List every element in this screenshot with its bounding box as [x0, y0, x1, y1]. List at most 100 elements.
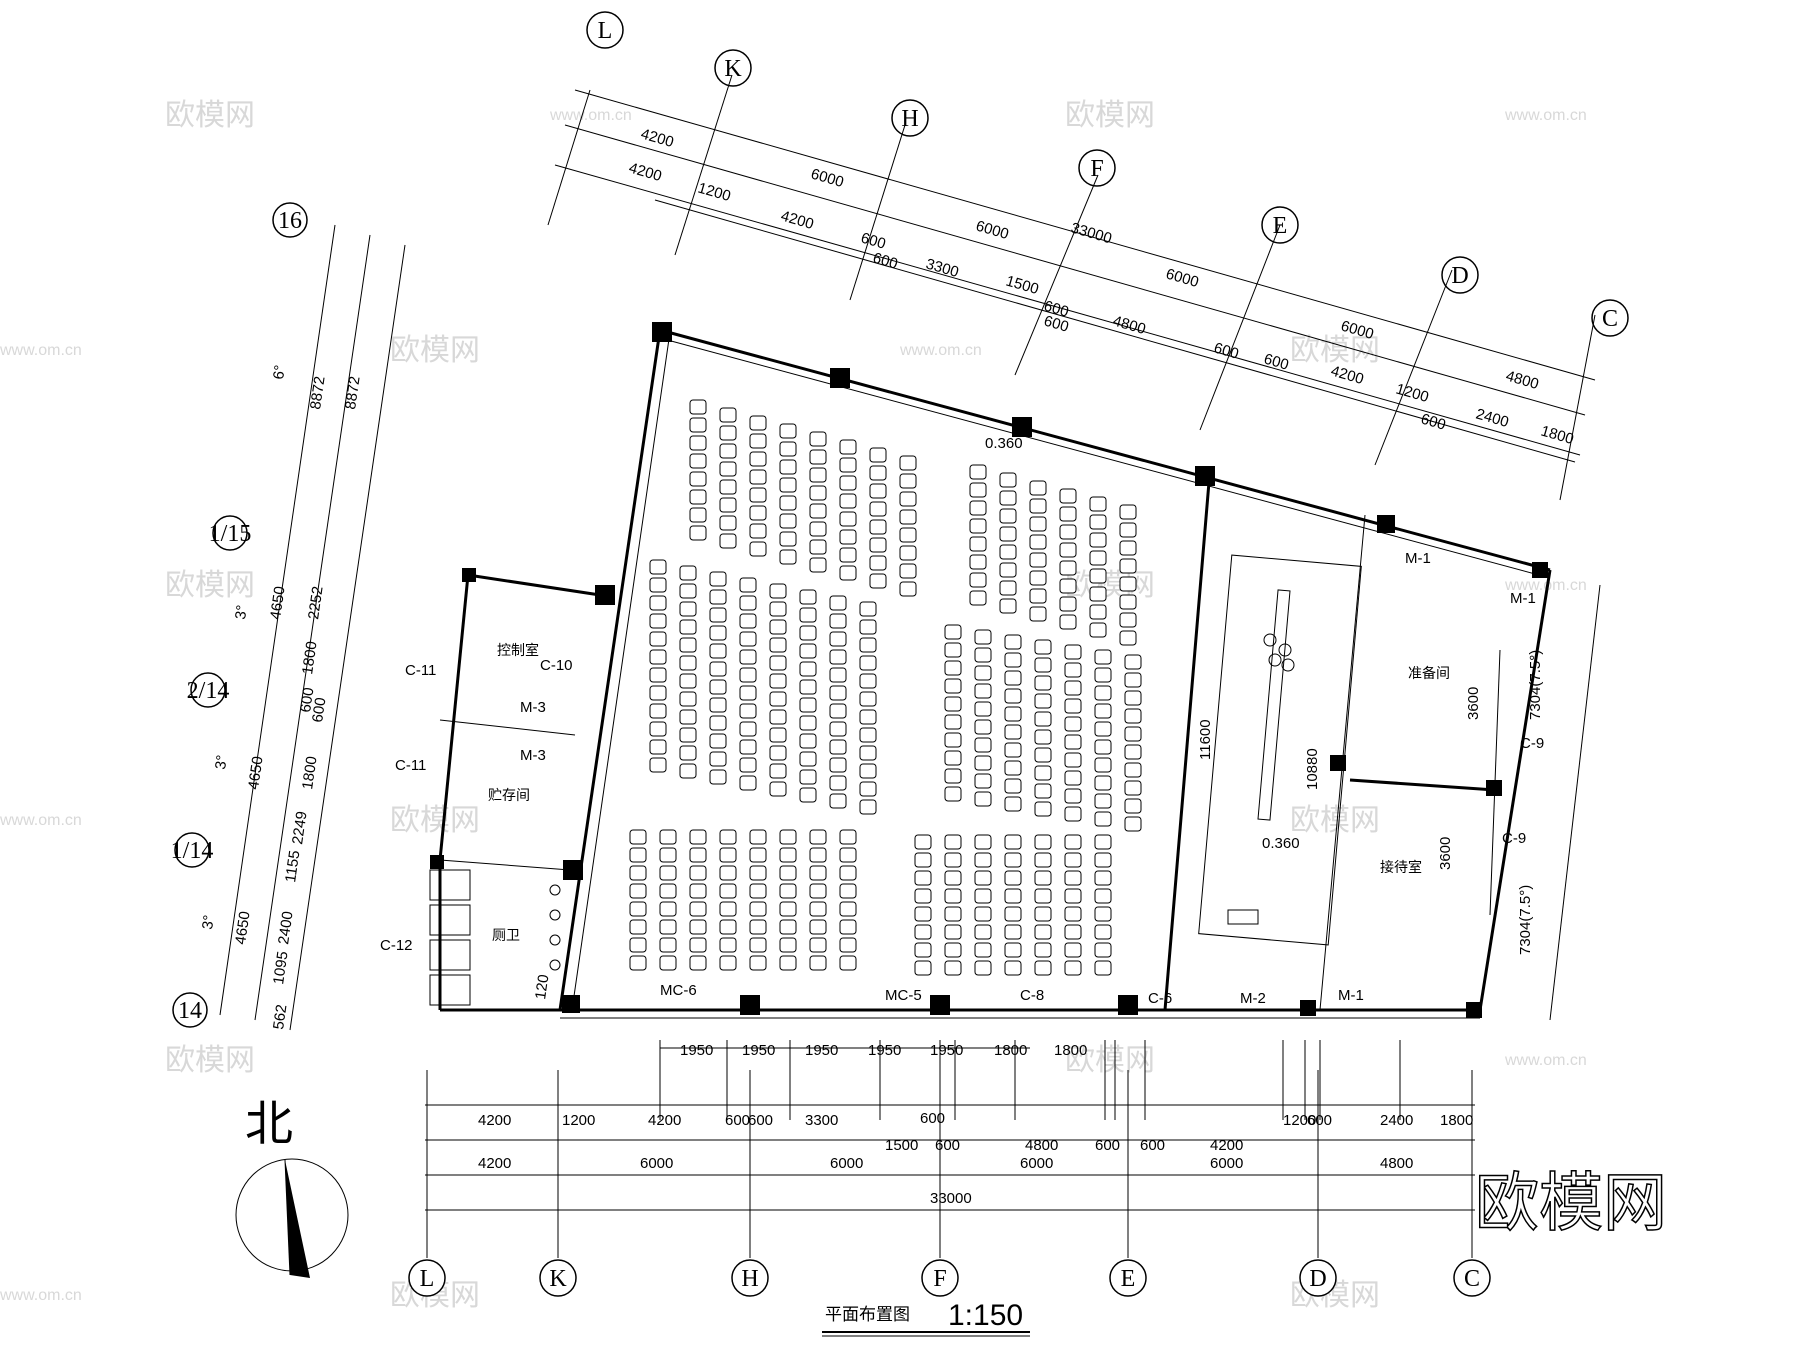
seat	[869, 555, 887, 571]
seat	[709, 697, 727, 713]
seat	[1064, 698, 1082, 714]
seat	[779, 937, 797, 953]
seat	[1034, 942, 1052, 958]
seat	[709, 769, 727, 785]
watermark: 欧模网	[165, 568, 255, 603]
seat	[719, 533, 737, 549]
seat	[629, 865, 647, 881]
seat	[839, 865, 857, 881]
axis-label: H	[901, 106, 918, 132]
window-label: C-11	[405, 662, 436, 679]
seat	[974, 942, 992, 958]
seat	[629, 937, 647, 953]
dim-left: 8872	[342, 375, 363, 410]
seat	[974, 737, 992, 753]
seat	[859, 781, 877, 797]
seat	[999, 526, 1017, 542]
seat	[769, 601, 787, 617]
seat	[719, 865, 737, 881]
door-label: M-2	[1240, 990, 1266, 1007]
dim-bottom: 600	[920, 1110, 945, 1127]
seat	[944, 852, 962, 868]
seat	[679, 583, 697, 599]
seat	[799, 607, 817, 623]
seat	[629, 919, 647, 935]
seat	[974, 852, 992, 868]
seat	[1124, 654, 1142, 670]
seat	[859, 763, 877, 779]
seat	[749, 919, 767, 935]
seat	[689, 955, 707, 971]
seat	[859, 727, 877, 743]
seat	[799, 715, 817, 731]
seat	[709, 625, 727, 641]
seat	[1059, 578, 1077, 594]
axis-bubble-top: L	[586, 11, 624, 49]
seat	[1034, 711, 1052, 727]
seat	[689, 829, 707, 845]
window-label: C-10	[540, 657, 573, 674]
seat	[869, 573, 887, 589]
seat	[749, 865, 767, 881]
seat	[944, 906, 962, 922]
axis-bubble-bottom: C	[1453, 1259, 1491, 1297]
seat	[1119, 540, 1137, 556]
dim-bottom: 4200	[478, 1155, 511, 1172]
seat	[839, 439, 857, 455]
north-label: 北	[245, 1096, 293, 1152]
seat	[629, 847, 647, 863]
seat	[1029, 534, 1047, 550]
seat	[1004, 888, 1022, 904]
axis-label: C	[1602, 306, 1618, 332]
seat	[779, 495, 797, 511]
seat	[659, 883, 677, 899]
seat	[629, 955, 647, 971]
watermark: 欧模网	[1290, 803, 1380, 838]
seat	[1094, 649, 1112, 665]
seat	[659, 829, 677, 845]
dim-top: 600	[859, 230, 888, 253]
seat	[944, 888, 962, 904]
seat	[1094, 960, 1112, 976]
axis-label: 2/14	[187, 678, 230, 704]
seat	[749, 937, 767, 953]
dim-right: 3600	[1437, 837, 1454, 870]
seat	[689, 901, 707, 917]
seat	[799, 733, 817, 749]
dim-bottom: 1950	[680, 1042, 713, 1059]
seat	[1064, 942, 1082, 958]
seat	[829, 613, 847, 629]
seat	[859, 601, 877, 617]
seat	[649, 613, 667, 629]
seat	[999, 562, 1017, 578]
elevation-label: 0.360	[1262, 835, 1300, 852]
dim-bottom: 1950	[868, 1042, 901, 1059]
seat	[944, 642, 962, 658]
dim-left: 2249	[289, 810, 310, 845]
seat	[1064, 788, 1082, 804]
seating	[629, 399, 1142, 976]
seat	[649, 703, 667, 719]
seat	[739, 649, 757, 665]
seat	[974, 924, 992, 940]
seat	[1094, 775, 1112, 791]
dim-left: 4650	[267, 585, 288, 620]
seat	[1034, 675, 1052, 691]
dim-right: 3600	[1465, 687, 1482, 720]
dim-top: 600	[1419, 411, 1448, 434]
seat	[1034, 765, 1052, 781]
seat	[1059, 506, 1077, 522]
door-window-labels: M-1 M-1 M-1 M-2 M-3 M-3 MC-5 MC-6 C-6 C-…	[380, 435, 1544, 1007]
seat	[679, 691, 697, 707]
seat	[974, 647, 992, 663]
dim-bottom: 6000	[1210, 1155, 1243, 1172]
seat	[869, 537, 887, 553]
seat	[1004, 906, 1022, 922]
seat	[1094, 888, 1112, 904]
seat	[749, 451, 767, 467]
axis-bubble-top: H	[891, 99, 929, 137]
axis-bubble-left: 1/14	[171, 832, 213, 868]
seat	[839, 475, 857, 491]
dim-bottom: 6000	[640, 1155, 673, 1172]
dim-top: 4200	[627, 160, 664, 186]
